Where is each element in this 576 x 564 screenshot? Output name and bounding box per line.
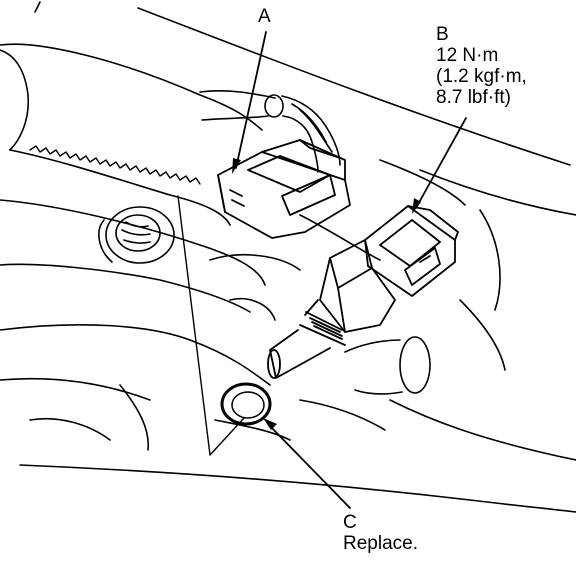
wire-harness [199,89,341,173]
leader-line-b [415,117,467,209]
sealing-washer-c [220,382,272,426]
engine-housing [0,1,576,513]
torque-value: 12 N·m [436,45,499,66]
serrated-gasket-edge [29,145,201,185]
coolant-pipe [344,336,431,395]
sensor-b [267,205,459,379]
callout-b-letter: B [436,24,449,45]
torque-value-kgf: (1.2 kgf·m, [436,66,527,87]
callout-a: A [258,6,271,27]
installation-axis-line [177,195,245,456]
callout-c-letter: C [343,512,357,533]
mounting-hole [98,206,175,264]
callout-a-letter: A [258,6,271,27]
callout-c: C Replace. [343,512,418,554]
leader-arrow-b [412,198,421,214]
leader-line-c [267,423,351,509]
leader-arrow-a [232,158,241,174]
leader-arrow-c [263,418,277,430]
torque-value-lbf: 8.7 lbf·ft) [436,87,511,108]
replace-note: Replace. [343,533,418,554]
leader-line-a [235,31,267,169]
callout-b: B 12 N·m (1.2 kgf·m, 8.7 lbf·ft) [436,24,527,108]
connector-a [217,139,351,239]
